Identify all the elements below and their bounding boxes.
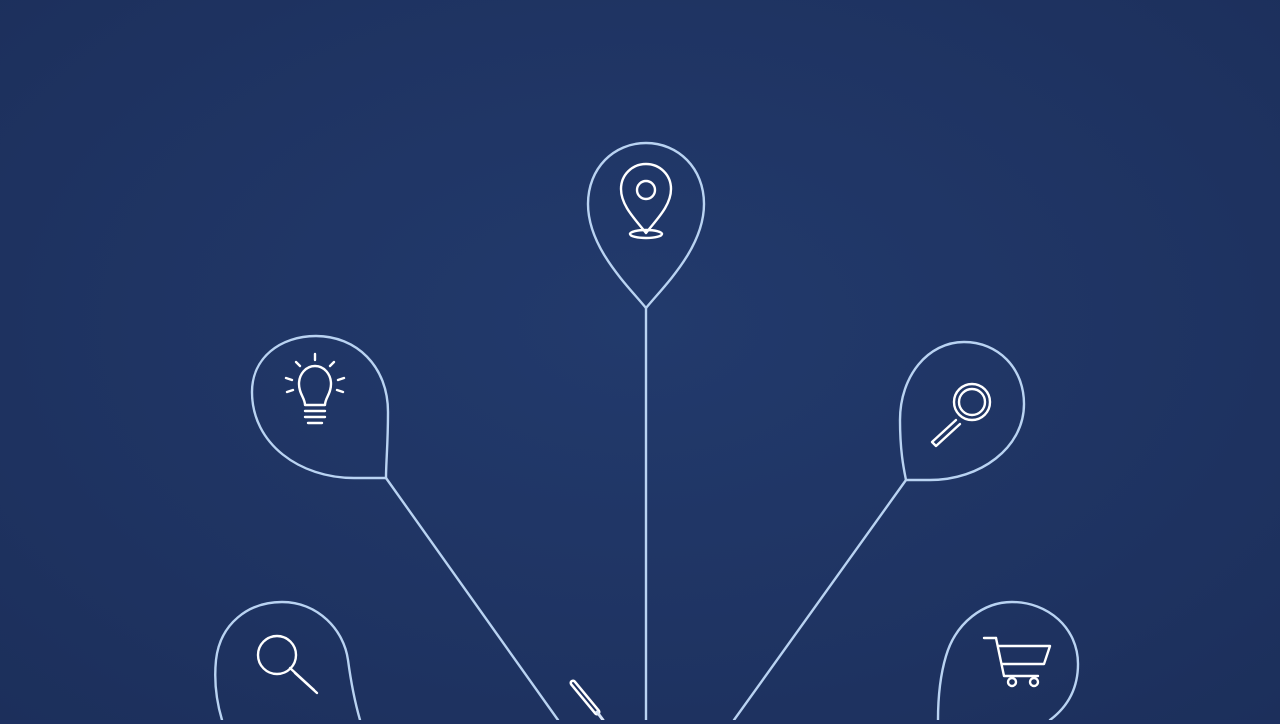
lightbulb-icon xyxy=(284,352,346,425)
map-pin-icon xyxy=(619,162,673,240)
pin-bubble-idea xyxy=(250,334,390,480)
connector-line-idea xyxy=(384,476,560,722)
magnifier-icon xyxy=(930,382,992,448)
pin-location xyxy=(586,141,706,310)
shopping-cart-icon xyxy=(982,636,1052,688)
pin-bubble-location xyxy=(586,141,706,310)
pin-idea xyxy=(250,334,390,480)
pin-bubble-search-left xyxy=(214,600,362,722)
magnifier-icon xyxy=(256,634,319,695)
connector-line-search-right xyxy=(732,478,908,722)
pin-bubble-shopping xyxy=(936,600,1080,722)
pin-search-right xyxy=(898,340,1026,482)
pen-icon xyxy=(569,679,605,722)
pin-search-left xyxy=(214,600,362,722)
connector-lines xyxy=(384,306,908,722)
pin-bubble-search-right xyxy=(898,340,1026,482)
pin-shopping xyxy=(936,600,1080,722)
